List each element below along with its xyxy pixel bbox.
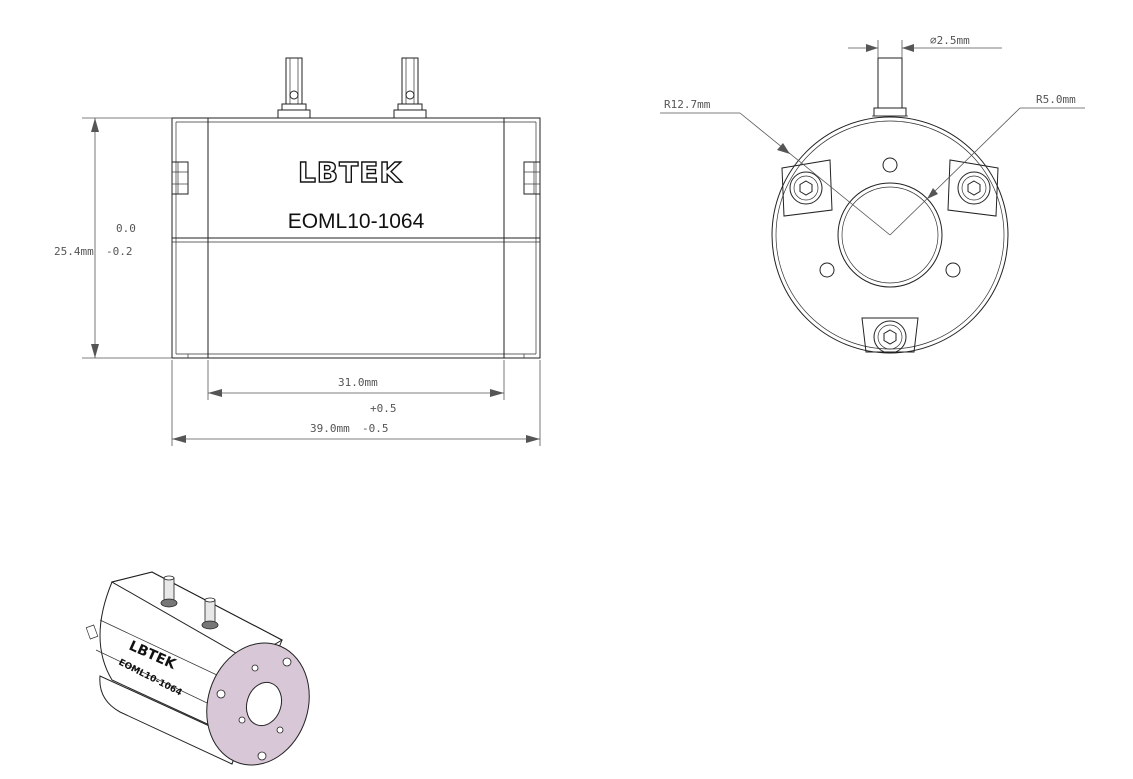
iso-pin-left <box>160 575 178 608</box>
front-view-hole-left <box>819 262 835 278</box>
side-view: LBTEK EOML10-1064 <box>171 57 541 359</box>
total-length-value: 39.0mm <box>310 422 350 435</box>
isometric-view: LBTEK EOML10-1064 <box>85 571 310 766</box>
inner-length-value: 31.0mm <box>338 376 378 389</box>
iso-pin-right <box>201 597 219 630</box>
front-view-hole-right <box>945 262 961 278</box>
inner-radius-leader: R5.0mm <box>889 93 1085 236</box>
side-view-pin-left <box>277 57 311 119</box>
inner-radius-value: R5.0mm <box>1036 93 1076 106</box>
height-dimension: 0.0 25.4mm -0.2 <box>54 117 172 359</box>
front-view-screw-left <box>781 159 833 217</box>
total-length-dimension: +0.5 39.0mm -0.5 <box>171 360 541 446</box>
inner-length-dimension: 31.0mm <box>207 360 505 400</box>
outer-radius-leader: R12.7mm <box>660 98 891 236</box>
total-length-tol-upper: +0.5 <box>370 402 397 415</box>
front-view-bore <box>837 182 943 288</box>
height-value: 25.4mm <box>54 245 94 258</box>
outer-radius-value: R12.7mm <box>664 98 711 111</box>
front-view-hole-top <box>882 157 898 173</box>
pin-diameter-value: ⌀2.5mm <box>930 34 970 47</box>
side-view-pin-right <box>393 57 427 119</box>
side-view-notch-left <box>171 161 189 195</box>
pin-diameter-dimension: ⌀2.5mm <box>848 34 1002 58</box>
side-view-notch-right <box>523 161 541 195</box>
side-view-brand-logo: LBTEK <box>298 156 402 189</box>
side-view-model-label: EOML10-1064 <box>288 210 425 233</box>
height-tol-upper: 0.0 <box>116 222 136 235</box>
total-length-tol-lower: -0.5 <box>362 422 389 435</box>
front-view-screw-bottom <box>861 317 919 354</box>
front-view-screw-right <box>947 159 999 217</box>
front-view-pin <box>872 57 908 117</box>
iso-end-face <box>206 642 310 766</box>
front-view <box>771 57 1009 354</box>
height-tol-lower: -0.2 <box>106 245 133 258</box>
